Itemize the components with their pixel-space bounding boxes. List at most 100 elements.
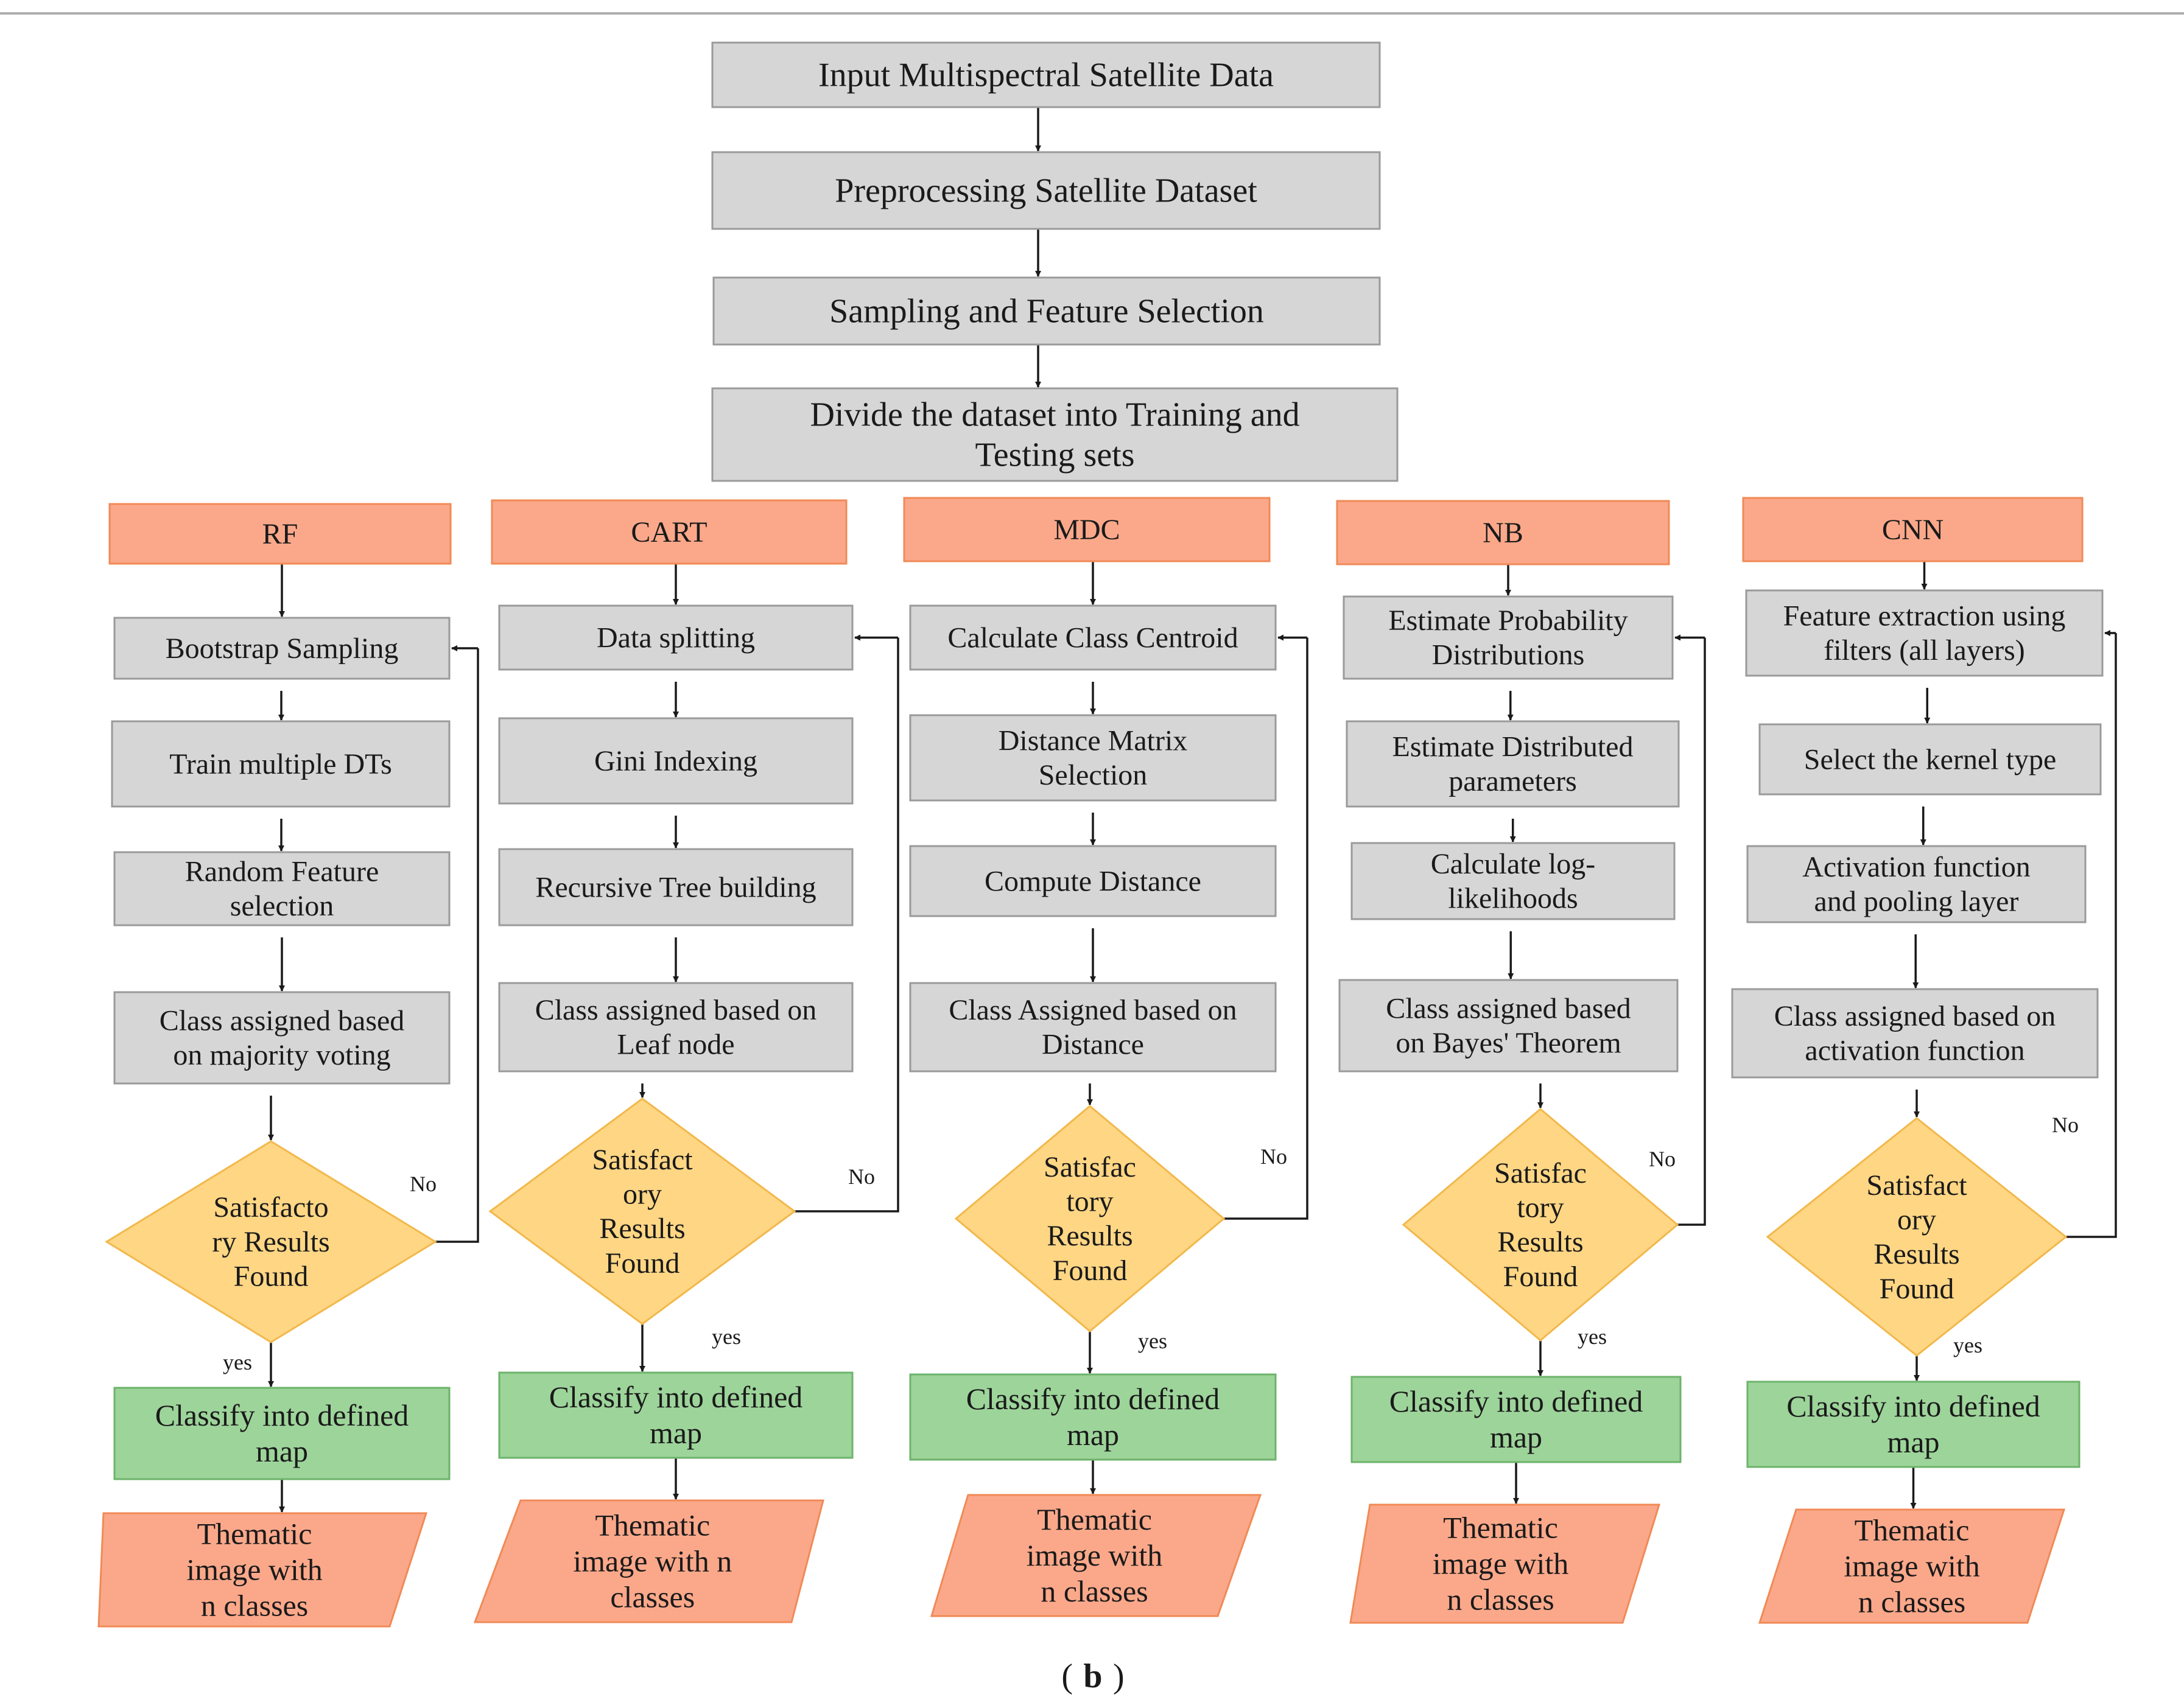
col-nb-header-text-line: NB [1483,517,1523,549]
col-rf-classify-text-line: Classify into defined [155,1398,409,1432]
col-mdc-decision-text-line: Satisfac [1044,1151,1136,1183]
col-nb-step-3-shape [1350,842,1676,920]
col-rf-step-4-text-line: on majority voting [173,1039,390,1071]
col-cnn-loop-line [2066,633,2117,1238]
col-mdc-output-text-line: image with [1027,1538,1163,1572]
col-cart-step-1-text-line: Data splitting [597,621,755,654]
col-nb-step-3: Calculate log-likelihoods [1350,842,1676,920]
col-rf-step-2-shape [111,720,451,808]
top-step-preprocess: Preprocessing Satellite Dataset [711,151,1381,230]
col-nb-classify-text-line: Classify into defined [1389,1384,1643,1418]
col-cart-output-text-line: classes [610,1580,695,1614]
col-cnn-step-4-text-line: activation function [1805,1035,2024,1067]
top-step-sampling-text: Sampling and Feature Selection [829,292,1264,330]
col-cnn-step-3-text-line: Activation function [1802,851,2031,883]
top-step-input: Input Multispectral Satellite Data [711,41,1381,108]
col-cart-decision-text-line: ory [623,1178,662,1211]
col-cart-step-1-shape [498,604,854,671]
col-cart-step-4-shape [498,982,854,1073]
col-rf-decision-text-line: Found [234,1260,309,1292]
col-nb-decision-text-line: Results [1497,1226,1583,1258]
col-cart-output-text-line: image with n [573,1544,732,1578]
col-nb-output-shape [1349,1503,1661,1624]
col-mdc-decision-text-line: Results [1047,1220,1132,1252]
top-step-input-shape [711,41,1381,108]
col-cart-no-label: No [848,1164,875,1189]
col-cart-decision-text-line: Satisfact [592,1144,693,1176]
col-cart-step-1-text: Data splitting [597,621,755,654]
col-cnn-step-2-shape [1758,723,2102,796]
col-mdc-classify-text-line: Classify into defined [966,1382,1220,1416]
col-cnn-no-label: No [2052,1113,2079,1137]
col-cart-output-shape [473,1499,824,1623]
col-mdc-step-2-text-line: Distance Matrix [999,725,1188,757]
col-cart-step-3: Recursive Tree building [498,848,854,926]
col-mdc-classify-text-line: map [1067,1418,1119,1452]
col-mdc-step-1: Calculate Class Centroid [909,604,1277,671]
col-cart-step-2-shape [498,717,854,805]
col-nb-decision-text-line: Found [1503,1261,1578,1293]
col-cart-step-3-shape [498,848,854,926]
col-cnn-classify-text-line: map [1887,1425,1939,1459]
col-nb-classify-text-line: map [1490,1420,1542,1454]
col-mdc-step-1-shape [909,604,1277,671]
col-cart-output-text-line: Thematic [595,1508,710,1542]
col-rf-header: RF [108,503,452,565]
col-nb-step-3-text: Calculate log-likelihoods [1431,848,1596,915]
col-nb-classify-shape [1350,1376,1682,1463]
col-mdc-output-shape [930,1494,1262,1617]
col-cnn-header: CNN [1742,497,2084,562]
col-mdc-step-3-shape [909,845,1277,917]
col-cnn-decision-text-line: Results [1873,1238,1959,1270]
col-rf-no-label: No [410,1172,437,1196]
col-cart-decision-text-line: Results [599,1213,685,1245]
top-step-preprocess-shape [711,151,1381,230]
col-cart-header-text: CART [631,516,707,548]
col-cart-step-2-text-line: Gini Indexing [594,745,757,777]
col-cart-decision-shape [488,1097,796,1325]
col-mdc-output-text-line: n classes [1041,1574,1148,1608]
caption-close: ) [1113,1657,1125,1695]
col-mdc-step-4-text-line: Class Assigned based on [949,994,1237,1026]
col-nb-step-2-text-line: Estimate Distributed [1392,731,1634,763]
col-cart-step-1: Data splitting [498,604,854,671]
col-rf-step-1: Bootstrap Sampling [113,617,451,680]
col-cart-classify-text-line: map [650,1416,702,1450]
col-cart-step-4-text-line: Leaf node [617,1029,734,1061]
col-nb-no-label: No [1649,1147,1676,1171]
col-cart-loop-line [795,637,899,1213]
col-rf-step-4-shape [113,991,451,1085]
col-nb-step-3-text-line: Calculate log- [1431,848,1596,880]
top-step-sampling-text-line: Sampling and Feature Selection [829,292,1264,330]
col-cnn-step-3-text-line: and pooling layer [1814,886,2019,918]
col-rf-step-2-text: Train multiple DTs [169,748,392,780]
col-cnn-output-shape [1758,1508,2066,1624]
col-nb-step-3-text-line: likelihoods [1448,883,1578,915]
col-rf-output-shape [97,1512,428,1628]
col-mdc-classify-shape [909,1373,1277,1461]
col-nb-header-shape [1336,500,1670,565]
